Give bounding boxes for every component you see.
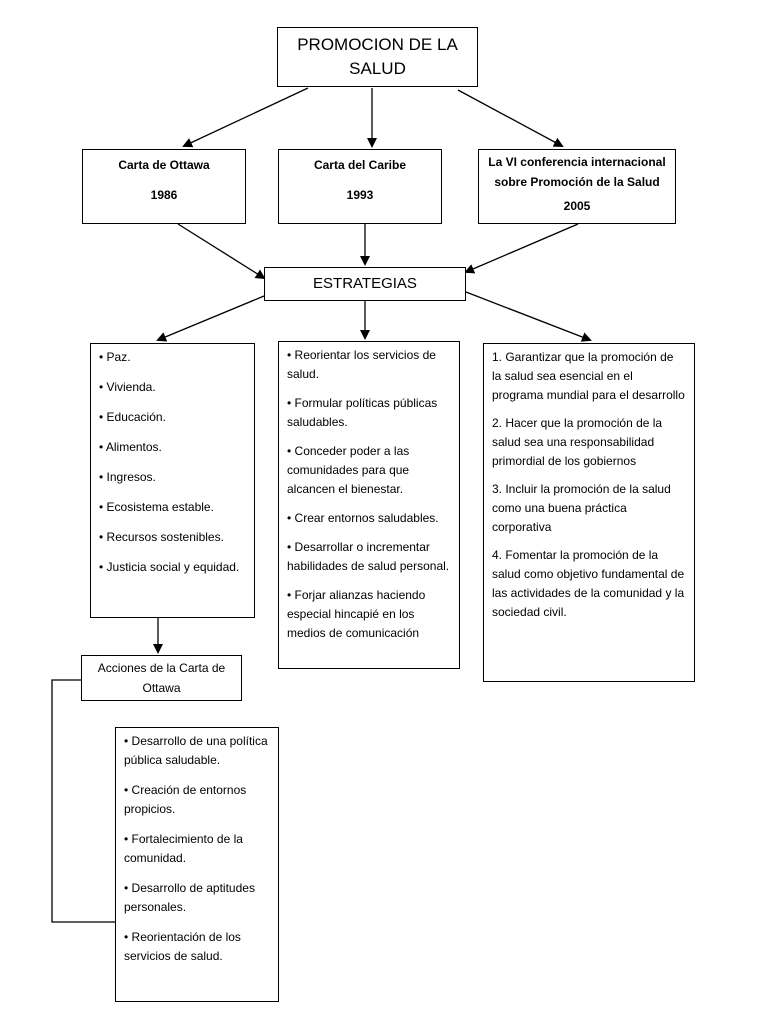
list-item: • Recursos sostenibles. [99,530,224,544]
source-box-caribe: Carta del Caribe 1993 [278,149,442,224]
strategies-box: ESTRATEGIAS [264,267,466,301]
list-item: 1. Garantizar que la promoción de la sal… [492,350,685,402]
list-item: • Vivienda. [99,380,156,394]
arrow-strategies-to-conference-list [465,291,592,342]
list-item: • Ecosistema estable. [99,500,214,514]
actions-title: Acciones de la Carta de Ottawa [97,661,226,695]
source-box-ottawa: Carta de Ottawa 1986 [82,149,246,224]
list-item: • Formular políticas públicas saludables… [287,396,438,429]
list-item: • Fortalecimiento de la comunidad. [124,832,243,865]
list-item: 4. Fomentar la promoción de la salud com… [492,548,685,619]
list-item: • Creación de entornos propicios. [124,783,247,816]
source-name: Carta de Ottawa [118,158,210,172]
list-item: • Reorientar los servicios de salud. [287,348,436,381]
conference-list-box: 1. Garantizar que la promoción de la sal… [483,343,695,682]
ottawa-list-box: • Paz. • Vivienda. • Educación. • Alimen… [90,343,255,618]
caribe-list-box: • Reorientar los servicios de salud. • F… [278,341,460,669]
list-item: • Educación. [99,410,166,424]
list-item: • Desarrollar o incrementar habilidades … [287,540,450,573]
source-year: 1993 [346,188,374,202]
list-item: • Desarrollo de una política pública sal… [124,734,268,767]
source-name: La VI conferencia internacional sobre Pr… [488,155,666,189]
source-name: Carta del Caribe [313,158,407,172]
arrow-title-to-conference [457,89,564,147]
list-item: • Crear entornos saludables. [287,511,439,525]
actions-title-box: Acciones de la Carta de Ottawa [81,655,242,701]
source-year: 1986 [150,188,178,202]
arrow-conference-to-strategies [464,223,579,274]
list-item: • Paz. [99,350,131,364]
arrow-title-to-ottawa [182,87,309,148]
strategies-title: ESTRATEGIAS [313,275,417,292]
list-item: 3. Incluir la promoción de la salud como… [492,482,671,534]
arrow-strategies-to-ottawa-list [156,295,265,342]
actions-list-box: • Desarrollo de una política pública sal… [115,727,279,1002]
source-box-conference: La VI conferencia internacional sobre Pr… [478,149,676,224]
list-item: 2. Hacer que la promoción de la salud se… [492,416,663,468]
list-item: • Justicia social y equidad. [99,560,240,574]
list-item: • Conceder poder a las comunidades para … [287,444,410,496]
list-item: • Desarrollo de aptitudes personales. [124,881,255,914]
bracket-actions-to-list [51,679,115,923]
list-item: • Alimentos. [99,440,162,454]
source-year: 2005 [563,199,591,213]
main-title: PROMOCION DE LA SALUD [297,35,458,78]
list-item: • Ingresos. [99,470,156,484]
list-item: • Forjar alianzas haciendo especial hinc… [287,588,426,640]
list-item: • Reorientación de los servicios de salu… [124,930,241,963]
arrow-ottawa-to-strategies [177,223,266,280]
main-title-box: PROMOCION DE LA SALUD [277,27,478,87]
